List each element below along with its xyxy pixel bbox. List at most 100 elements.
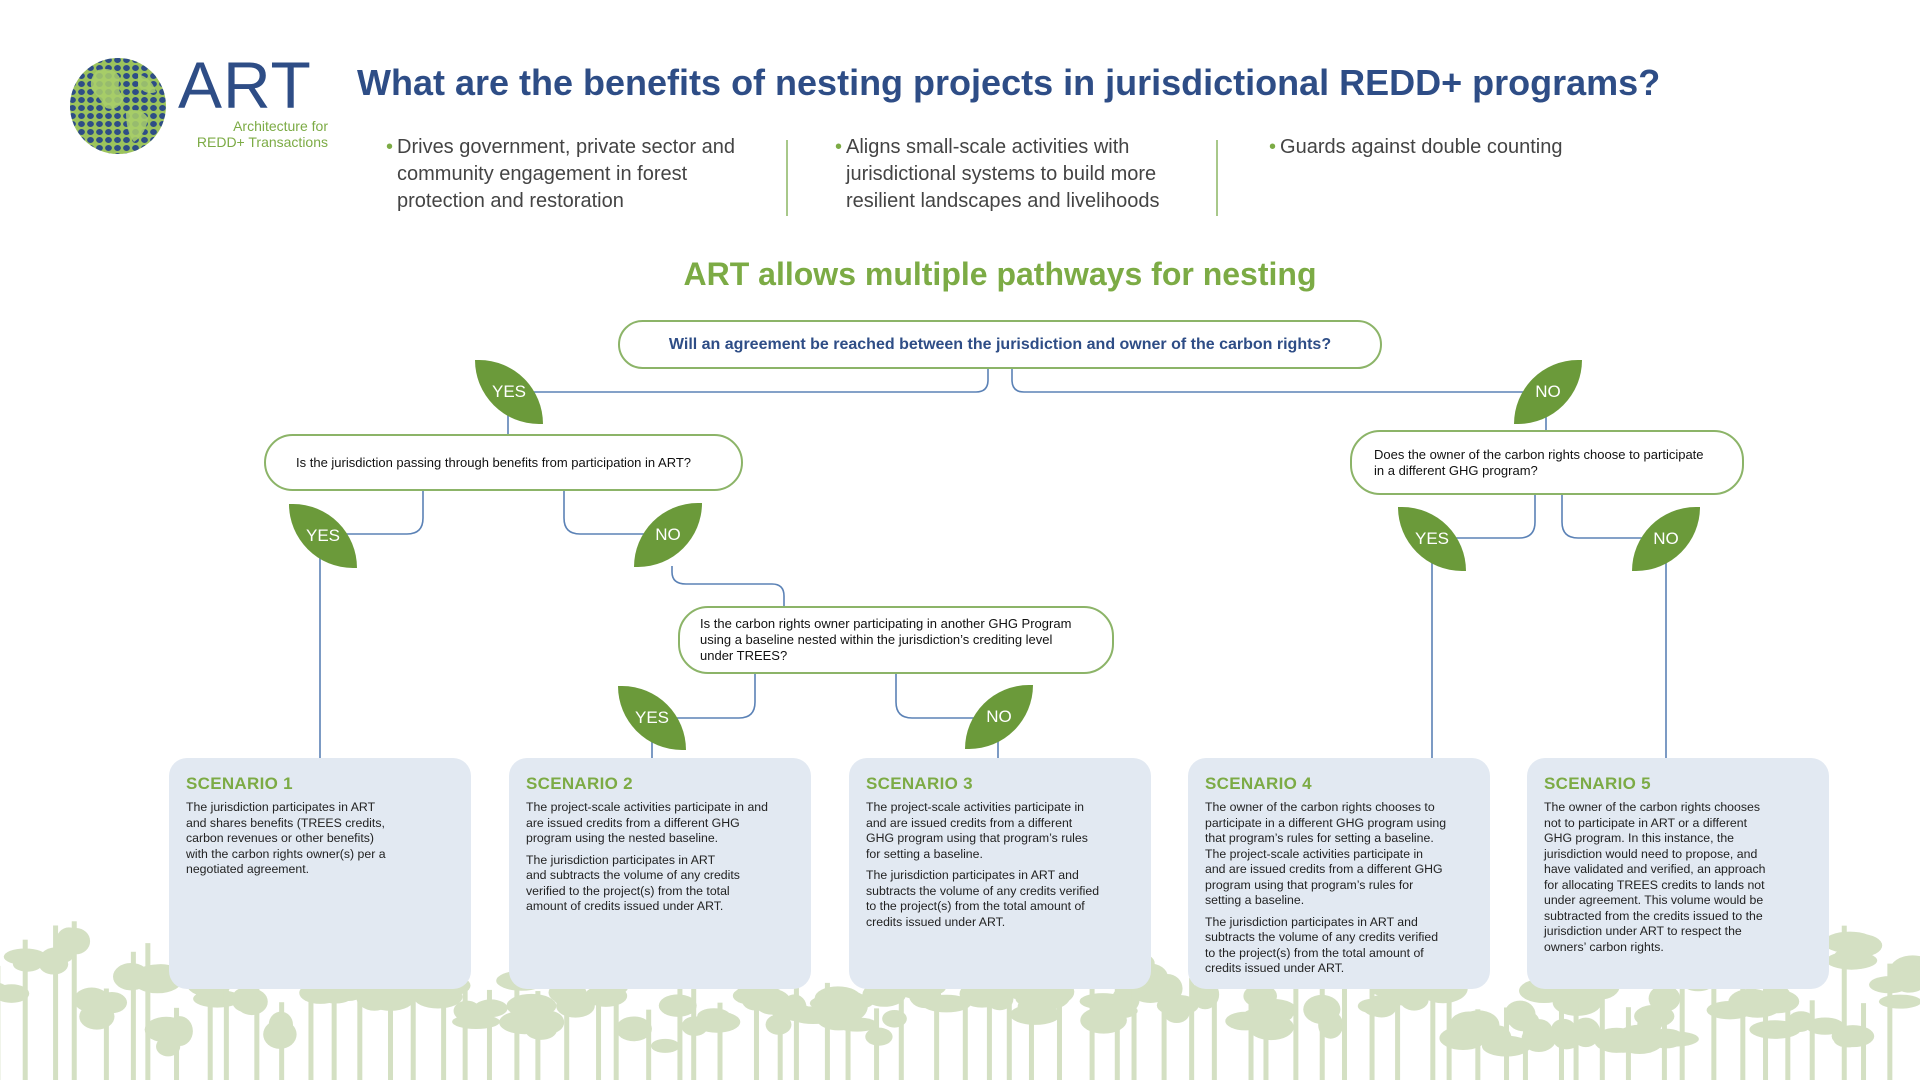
tree-crown (1248, 998, 1297, 1022)
tree-trunk (986, 959, 992, 1080)
question-nested-baseline: Is the carbon rights owner participating… (678, 606, 1114, 674)
tree-crown (865, 1027, 893, 1046)
tree-crown (1832, 947, 1871, 970)
tree-crown (1525, 1019, 1554, 1046)
connector-mid-yes (651, 674, 756, 758)
tree-trunk (410, 923, 416, 1080)
tree-trunk (441, 974, 447, 1080)
tree-trunk (1189, 977, 1195, 1080)
art-logo: ART Architecture for REDD+ Transactions (68, 50, 328, 156)
tree-crown (1439, 1026, 1487, 1050)
scenario-text: The project-scale activities participate… (866, 800, 1088, 861)
tree-trunk (388, 974, 394, 1080)
tree-trunk (613, 968, 619, 1080)
tree-crown (0, 984, 30, 1003)
tree-trunk (1679, 968, 1685, 1080)
tree-crown (231, 987, 256, 1012)
scenario-card-1: SCENARIO 1 The jurisdiction participates… (169, 758, 471, 989)
tree-trunk (1211, 927, 1217, 1080)
question-benefit-pass-through: Is the jurisdiction passing through bene… (264, 434, 743, 491)
tree-trunk (130, 951, 136, 1080)
tree-crown (1363, 998, 1394, 1017)
tree-crown (1891, 965, 1920, 993)
tree-crown (499, 1010, 551, 1035)
scenario-card-4: SCENARIO 4 The owner of the carbon right… (1188, 758, 1490, 989)
scenario-title: SCENARIO 5 (1544, 774, 1651, 793)
tree-crown (1318, 1011, 1344, 1039)
tree-trunk (1341, 922, 1347, 1080)
tree-trunk (1785, 1003, 1791, 1080)
tree-crown (1637, 1012, 1662, 1037)
tree-trunk (103, 988, 109, 1080)
tree-trunk (1369, 981, 1375, 1080)
tree-crown (55, 927, 83, 957)
tree-crown (615, 1016, 652, 1042)
tree-crown (473, 999, 508, 1018)
scenario-title: SCENARIO 2 (526, 774, 633, 793)
tree-crown (166, 1016, 193, 1046)
tree-trunk (646, 1009, 652, 1080)
tree-crown (1648, 985, 1681, 1012)
tree-trunk (564, 979, 570, 1080)
tree-crown (650, 1038, 680, 1053)
tree-trunk (934, 964, 940, 1080)
tree-crown (363, 993, 397, 1008)
tree-trunk (357, 930, 363, 1080)
tree-crown (1805, 1017, 1845, 1035)
benefit-item-3: •Guards against double counting (1269, 134, 1562, 161)
tree-crown (1831, 1025, 1875, 1048)
scenario-text: The jurisdiction participates in ART and… (866, 868, 1100, 929)
connector-left-no (563, 491, 664, 535)
tree-trunk (145, 943, 151, 1080)
tree-crown (73, 987, 110, 1013)
scenario-text: The project-scale activities participate… (526, 800, 768, 845)
question-other-ghg-program: Does the owner of the carbon rights choo… (1350, 430, 1744, 495)
tree-trunk (1599, 947, 1605, 1080)
tree-trunk (308, 945, 314, 1080)
tree-crown (1652, 1031, 1699, 1047)
bullet-icon: • (835, 136, 843, 158)
tree-trunk (824, 982, 830, 1080)
tree-trunk (1887, 963, 1893, 1080)
tree-crown (263, 1019, 297, 1049)
tree-trunk (1028, 979, 1034, 1080)
tree-trunk (1293, 938, 1299, 1080)
connector-right-no (1561, 495, 1667, 758)
tree-trunk (486, 989, 492, 1080)
scenario-card-3: SCENARIO 3 The project-scale activities … (849, 758, 1151, 989)
tree-crown (658, 994, 697, 1017)
tree-crown (1749, 1020, 1801, 1039)
scenario-title: SCENARIO 3 (866, 774, 973, 793)
tree-trunk (1809, 1000, 1815, 1080)
tree-trunk (1395, 976, 1401, 1080)
tree-trunk (1446, 963, 1452, 1080)
page-title: What are the benefits of nesting project… (357, 62, 1661, 103)
tree-trunk (1114, 984, 1120, 1080)
tree-trunk (223, 935, 229, 1080)
tree-trunk (1006, 970, 1012, 1080)
tree-trunk (254, 984, 260, 1080)
benefit-text: Guards against double counting (1280, 136, 1563, 158)
divider (786, 140, 788, 216)
scenario-title: SCENARIO 1 (186, 774, 293, 793)
tree-crown (1878, 994, 1920, 1009)
connector-no-to-mid (671, 566, 785, 606)
tree-trunk (1841, 925, 1847, 1080)
tree-trunk (53, 925, 59, 1080)
tree-crown (1481, 1035, 1531, 1057)
tree-trunk (962, 926, 968, 1080)
connector-main-no (1011, 369, 1547, 430)
connector-left-yes (319, 491, 424, 758)
tree-trunk (1131, 949, 1137, 1080)
logo-subtitle: Architecture for REDD+ Transactions (196, 118, 328, 150)
connector-right-yes (1431, 495, 1536, 758)
tree-trunk (717, 1002, 723, 1080)
scenario-text: The owner of the carbon rights chooses t… (1205, 800, 1447, 907)
connector-main-yes (507, 369, 989, 434)
tree-crown (693, 1011, 741, 1033)
